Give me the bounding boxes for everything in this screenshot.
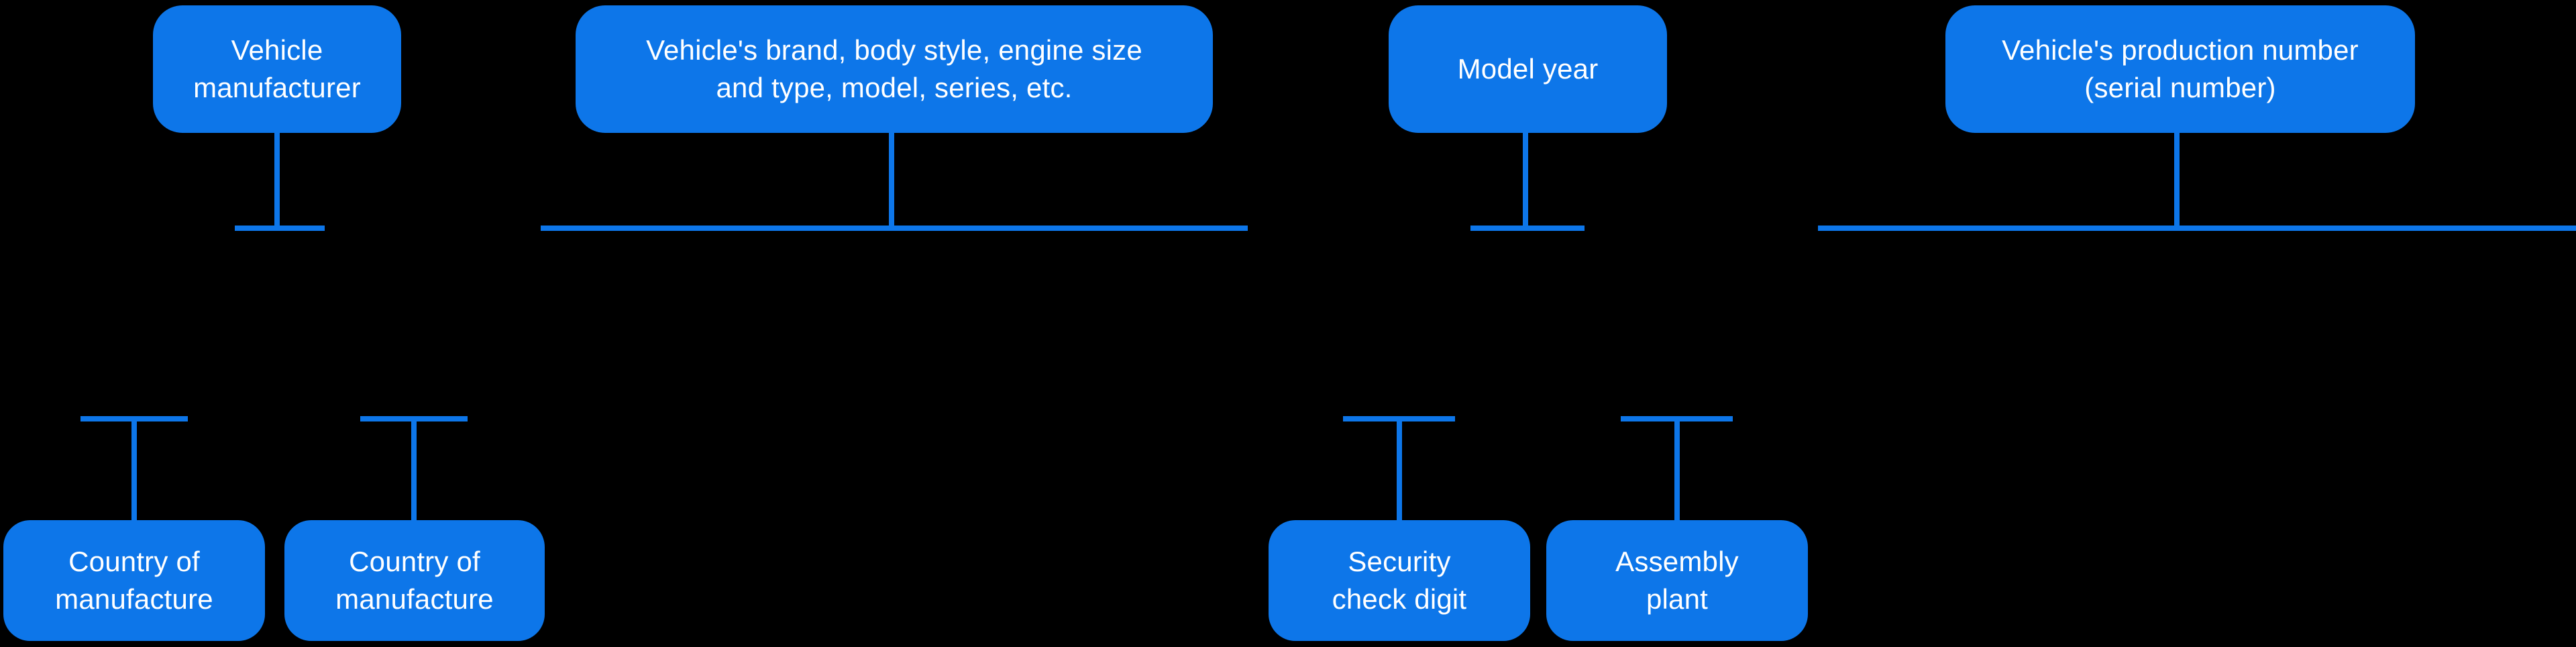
node-production-number: Vehicle's production number (serial numb… — [1945, 5, 2415, 133]
node-country-of-manufacture-2: Country of manufacture — [284, 520, 545, 641]
connector-bracket-vehicle-descriptor — [541, 226, 1248, 231]
connector-cap-country-2 — [360, 416, 468, 421]
node-country-of-manufacture-1: Country of manufacture — [3, 520, 265, 641]
connector-stem-vehicle-manufacturer — [274, 133, 280, 226]
node-model-year: Model year — [1389, 5, 1667, 133]
connector-stem-production-number — [2174, 133, 2180, 226]
connector-stem-model-year — [1523, 133, 1528, 226]
connector-stem-check-digit — [1397, 421, 1402, 520]
connector-stem-country-1 — [131, 421, 137, 520]
connector-stem-country-2 — [411, 421, 417, 520]
connector-bracket-model-year — [1470, 226, 1585, 231]
connector-bracket-production-number — [1818, 226, 2576, 231]
connector-cap-assembly-plant — [1621, 416, 1733, 421]
connector-stem-vehicle-descriptor — [889, 133, 894, 226]
connector-cap-country-1 — [80, 416, 188, 421]
connector-cap-check-digit — [1343, 416, 1455, 421]
connector-stem-assembly-plant — [1674, 421, 1680, 520]
node-security-check-digit: Security check digit — [1269, 520, 1530, 641]
connector-bracket-vehicle-manufacturer — [235, 226, 325, 231]
node-vehicle-manufacturer: Vehicle manufacturer — [153, 5, 401, 133]
node-vehicle-descriptor: Vehicle's brand, body style, engine size… — [576, 5, 1213, 133]
node-assembly-plant: Assembly plant — [1546, 520, 1808, 641]
